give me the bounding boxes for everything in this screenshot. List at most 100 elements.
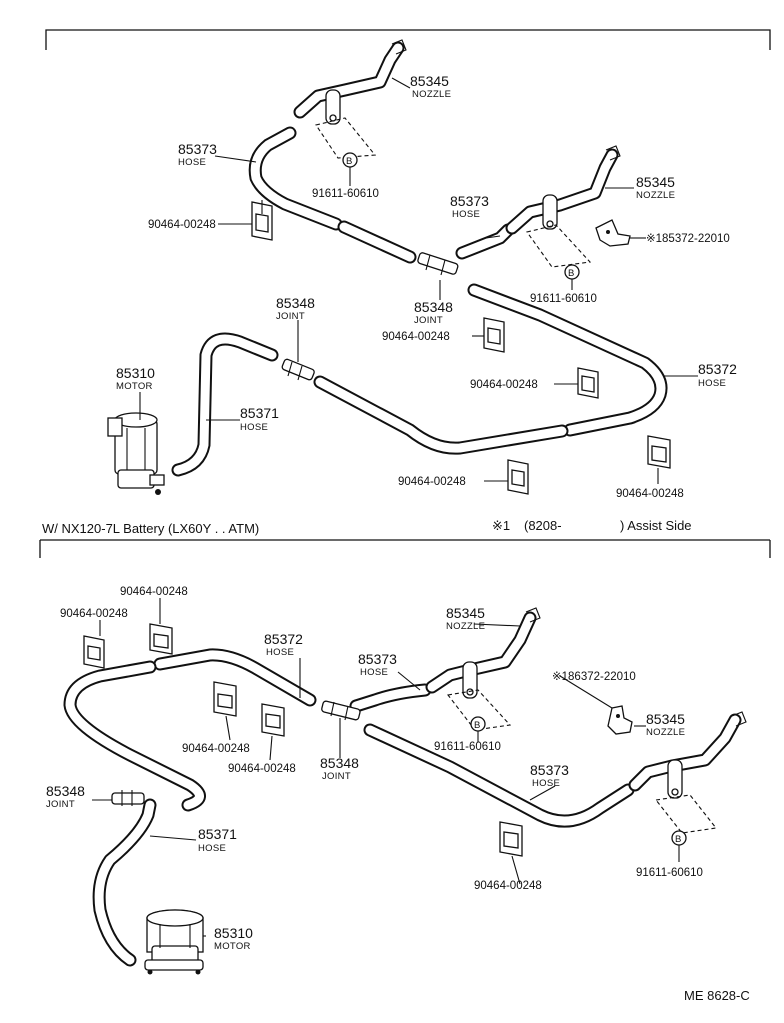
bottom-bolt-left-label: 91611-60610: [434, 741, 501, 753]
top-nozzle-left-number: 85345: [410, 73, 449, 89]
bottom-motor-number: 85310: [214, 925, 253, 941]
top-clamp-a-icon: [251, 200, 273, 241]
top-hose-right-number: 85372: [698, 361, 737, 377]
bottom-hose-motor-name: HOSE: [198, 843, 226, 854]
top-frame-line: [45, 29, 771, 50]
bottom-hose-motor: [92, 798, 157, 967]
variant-caption-side: ) Assist Side: [620, 518, 692, 533]
bottom-nozzle-left-name: NOZZLE: [446, 621, 485, 632]
top-hose-motor-loop: [171, 332, 279, 477]
bottom-hose-mid: [349, 683, 432, 713]
top-hose-motor-name: HOSE: [240, 422, 268, 433]
bottom-hose-top-number: 85372: [264, 631, 303, 647]
bottom-clamp-d-icon: [261, 703, 285, 737]
bottom-nozzle-right-icon: [628, 711, 747, 799]
top-joint-center-name: JOINT: [414, 315, 443, 326]
top-hose-bottom-long: [313, 375, 569, 455]
top-nozzle-right-number: 85345: [636, 174, 675, 190]
top-joint-left-number: 85348: [276, 295, 315, 311]
top-hose-motor-number: 85371: [240, 405, 279, 421]
bottom-bolt-right-label: 91611-60610: [636, 867, 703, 879]
bottom-joint-left: [111, 790, 145, 806]
bottom-motor-name: MOTOR: [214, 941, 251, 952]
bottom-motor-icon: [144, 909, 204, 975]
bottom-hose-right-long: [363, 723, 635, 828]
top-marked-part-icon: [595, 219, 631, 247]
top-hose-right-long: [467, 283, 668, 437]
bottom-hose-right-number: 85373: [530, 762, 569, 778]
top-motor-name: MOTOR: [116, 381, 153, 392]
bottom-clamp-b-icon: [149, 623, 173, 655]
top-bolt-left-dash: [315, 117, 377, 159]
top-joint-left: [281, 358, 315, 381]
top-bolt-right-symbol: B: [568, 268, 575, 279]
bottom-bolt-right-dash: [654, 794, 718, 834]
top-hose-center-to-nozzle: [455, 223, 515, 260]
bottom-bolt-left-symbol: B: [474, 720, 481, 731]
top-hose-right-name: HOSE: [698, 378, 726, 389]
top-clamp-b-icon: [483, 317, 505, 353]
top-clamp-e-icon: [647, 435, 671, 469]
bottom-clamp-c-icon: [213, 681, 237, 717]
top-nozzle-right-icon: [505, 145, 621, 235]
top-clamp-e-label: 90464-00248: [616, 488, 684, 500]
top-marked-part-label: ※185372-22010: [646, 233, 730, 245]
top-clamp-c-icon: [577, 367, 599, 399]
bottom-joint-left-name: JOINT: [46, 799, 75, 810]
bottom-hose-right-name: HOSE: [532, 778, 560, 789]
top-hose-left-lower: [337, 220, 417, 264]
top-hose-left-number: 85373: [178, 141, 217, 157]
bottom-hose-left-loop: [63, 660, 206, 812]
bottom-nozzle-right-number: 85345: [646, 711, 685, 727]
bottom-clamp-e-icon: [499, 821, 523, 857]
bottom-clamp-a-label: 90464-00248: [60, 608, 128, 620]
bottom-marked-part-icon: [607, 705, 633, 735]
top-motor-number: 85310: [116, 365, 155, 381]
bottom-clamp-a-icon: [83, 635, 105, 669]
bottom-joint-center-name: JOINT: [322, 771, 351, 782]
bottom-joint-center: [321, 700, 361, 721]
top-motor-icon: [107, 412, 165, 495]
top-clamp-a-label: 90464-00248: [148, 219, 216, 231]
top-joint-center: [417, 252, 459, 276]
bottom-hose-top-long: [153, 648, 317, 707]
top-hose-left-upper: [248, 126, 343, 231]
bottom-nozzle-right-name: NOZZLE: [646, 727, 685, 738]
bottom-clamp-b-label: 90464-00248: [120, 586, 188, 598]
top-hose-left-name: HOSE: [178, 157, 206, 168]
bottom-joint-left-number: 85348: [46, 783, 85, 799]
variant-caption-date: (8208-: [524, 518, 562, 533]
top-clamp-c-label: 90464-00248: [470, 379, 538, 391]
bottom-clamp-e-label: 90464-00248: [474, 880, 542, 892]
top-nozzle-left-name: NOZZLE: [412, 89, 451, 100]
top-bolt-right-label: 91611-60610: [530, 293, 597, 305]
top-joint-left-name: JOINT: [276, 311, 305, 322]
bottom-nozzle-left-number: 85345: [446, 605, 485, 621]
top-bolt-right-dash: [526, 224, 592, 268]
bottom-bolt-right-symbol: B: [675, 834, 682, 845]
drawing-code: ME 8628-C: [684, 988, 750, 1003]
bottom-marked-part-label: ※186372-22010: [552, 671, 636, 683]
bottom-clamp-d-label: 90464-00248: [228, 763, 296, 775]
top-clamp-d-label: 90464-00248: [398, 476, 466, 488]
top-nozzle-right-name: NOZZLE: [636, 190, 675, 201]
bottom-bolt-left-dash: [447, 689, 512, 731]
top-hose-mid-name: HOSE: [452, 209, 480, 220]
bottom-joint-center-number: 85348: [320, 755, 359, 771]
bottom-hose-mid-number: 85373: [358, 651, 397, 667]
top-joint-center-number: 85348: [414, 299, 453, 315]
top-bolt-left-label: 91611-60610: [312, 188, 379, 200]
variant-caption-left: W/ NX120-7L Battery (LX60Y . . ATM): [42, 521, 259, 536]
bottom-hose-motor-number: 85371: [198, 826, 237, 842]
bottom-clamp-c-label: 90464-00248: [182, 743, 250, 755]
top-leader-lines: [139, 77, 698, 484]
bottom-hose-top-name: HOSE: [266, 647, 294, 658]
top-nozzle-left-icon: [293, 39, 407, 125]
variant-caption-mark: ※1: [492, 518, 510, 533]
bottom-leader-lines: [92, 598, 646, 937]
top-hose-mid-number: 85373: [450, 193, 489, 209]
top-bolt-left-symbol: B: [346, 156, 353, 167]
top-clamp-d-icon: [507, 459, 529, 495]
